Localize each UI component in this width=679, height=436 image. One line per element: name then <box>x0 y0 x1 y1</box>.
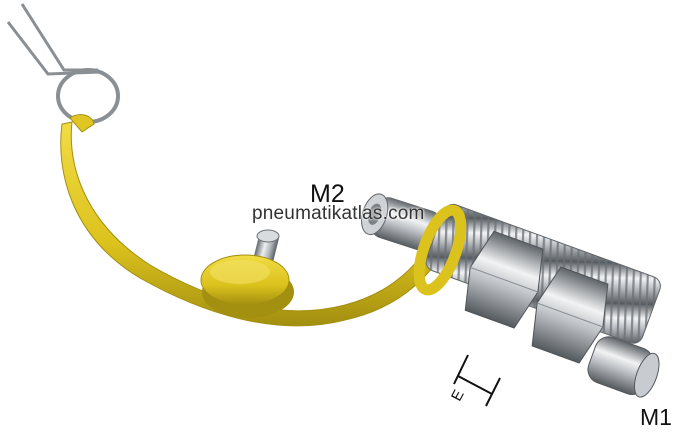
dimension-e-marker <box>453 354 501 407</box>
wire-ring <box>6 3 120 124</box>
dust-cap-collar <box>413 204 467 296</box>
label-m1: M1 <box>640 404 672 430</box>
watermark-text: pneumatikatlas.com <box>252 203 425 224</box>
coupling-bottom-plug <box>587 336 660 398</box>
hex-nut-1 <box>464 230 544 329</box>
dust-cap-button <box>200 254 294 318</box>
label-m2: M2 <box>310 180 345 208</box>
hex-nut-2 <box>531 266 609 364</box>
